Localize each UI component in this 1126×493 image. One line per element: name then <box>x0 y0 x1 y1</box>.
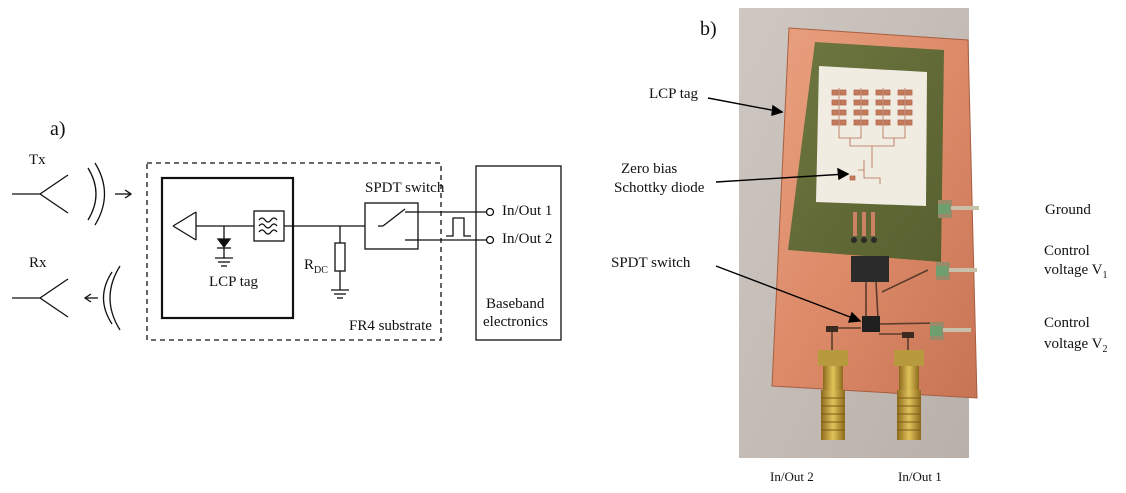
smd-component-left <box>826 326 838 332</box>
sma-connector-left <box>818 350 848 440</box>
control-v2-pin <box>930 322 971 340</box>
antenna-array <box>831 88 913 184</box>
pulse-icon <box>446 217 471 237</box>
lcp-tag-box <box>160 176 295 320</box>
inout1-label: In/Out 1 <box>502 203 553 219</box>
tx-waves-icon <box>87 162 133 226</box>
diode-icon <box>215 226 233 267</box>
spdt-photo-label: SPDT switch <box>611 255 691 271</box>
control-v1-label-2: voltage V1 <box>1044 262 1108 281</box>
panel-a-letter: a) <box>50 118 66 140</box>
device-photo <box>707 8 979 458</box>
rdc-resistor-icon <box>331 226 349 299</box>
diode-arrow <box>715 167 850 183</box>
feed-pads <box>853 212 875 236</box>
lcp-tag-label: LCP tag <box>209 274 259 290</box>
fr4-substrate-box <box>146 162 442 341</box>
baseband-box <box>475 165 562 341</box>
fr4-label: FR4 substrate <box>349 318 432 334</box>
baseband-label-2: electronics <box>483 314 548 330</box>
spdt-switch-label: SPDT switch <box>365 180 445 196</box>
control-v2-label-1: Control <box>1044 315 1090 331</box>
baseband-label-1: Baseband <box>486 296 545 312</box>
rx-waves-icon <box>83 265 121 331</box>
block-diagram <box>12 162 562 341</box>
tx-label: Tx <box>29 152 46 168</box>
control-v2-label-2: voltage V2 <box>1044 336 1108 355</box>
lcp-tag-arrow <box>707 97 784 116</box>
rx-label: Rx <box>29 255 47 271</box>
lcp-substrate <box>816 66 927 206</box>
port1-dot <box>485 207 495 217</box>
inout1-photo-label: In/Out 1 <box>898 469 942 484</box>
ground-label: Ground <box>1045 202 1091 218</box>
ground-pin <box>938 200 979 218</box>
lcp-tag-photo-label: LCP tag <box>649 86 699 102</box>
port2-dot <box>485 235 495 245</box>
spdt-arrow <box>715 265 862 323</box>
spdt-chip <box>862 316 880 332</box>
rdc-label: RDC <box>304 257 328 276</box>
control-v1-label-1: Control <box>1044 243 1090 259</box>
via-holes <box>851 237 877 243</box>
diode-label-1: Zero bias <box>621 161 678 177</box>
smd-component-right <box>902 332 914 338</box>
panel-b-letter: b) <box>700 18 717 40</box>
rx-antenna-icon <box>12 278 69 318</box>
spdt-switch-icon <box>364 202 419 250</box>
diode-label-2: Schottky diode <box>614 180 705 196</box>
inout2-label: In/Out 2 <box>502 231 553 247</box>
tx-antenna-icon <box>12 174 69 214</box>
inout2-photo-label: In/Out 2 <box>770 469 814 484</box>
control-v1-pin <box>936 262 977 280</box>
tag-antenna-icon <box>172 211 254 241</box>
sma-connector-right <box>894 350 924 440</box>
filter-icon <box>253 210 285 242</box>
connector-block <box>851 256 889 282</box>
